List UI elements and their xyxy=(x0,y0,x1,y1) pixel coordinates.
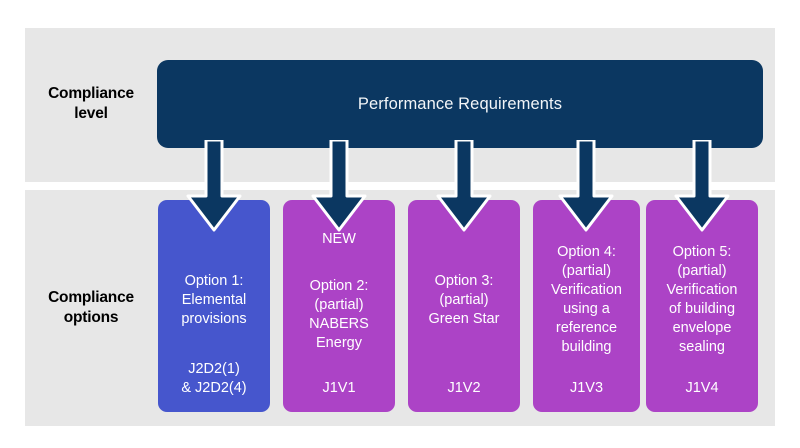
connector-arrow-5 xyxy=(673,140,731,234)
performance-requirements-bar: Performance Requirements xyxy=(157,60,763,148)
option-5-clause-code: J1V4 xyxy=(685,380,719,396)
connector-arrow-1 xyxy=(185,140,243,234)
option-2-new-badge: NEW xyxy=(322,231,356,247)
option-3-title: Option 3:(partial)Green Star xyxy=(428,272,500,327)
option-3-clause-code: J1V2 xyxy=(447,380,481,396)
connector-arrow-3 xyxy=(435,140,493,234)
option-1-clause-code: J2D2(1)& J2D2(4) xyxy=(181,361,247,396)
option-2-clause-code: J1V1 xyxy=(322,380,356,396)
connector-arrow-2 xyxy=(310,140,368,234)
connector-arrow-4 xyxy=(557,140,615,234)
option-4-clause-code: J1V3 xyxy=(569,380,604,396)
performance-requirements-label: Performance Requirements xyxy=(357,94,563,113)
